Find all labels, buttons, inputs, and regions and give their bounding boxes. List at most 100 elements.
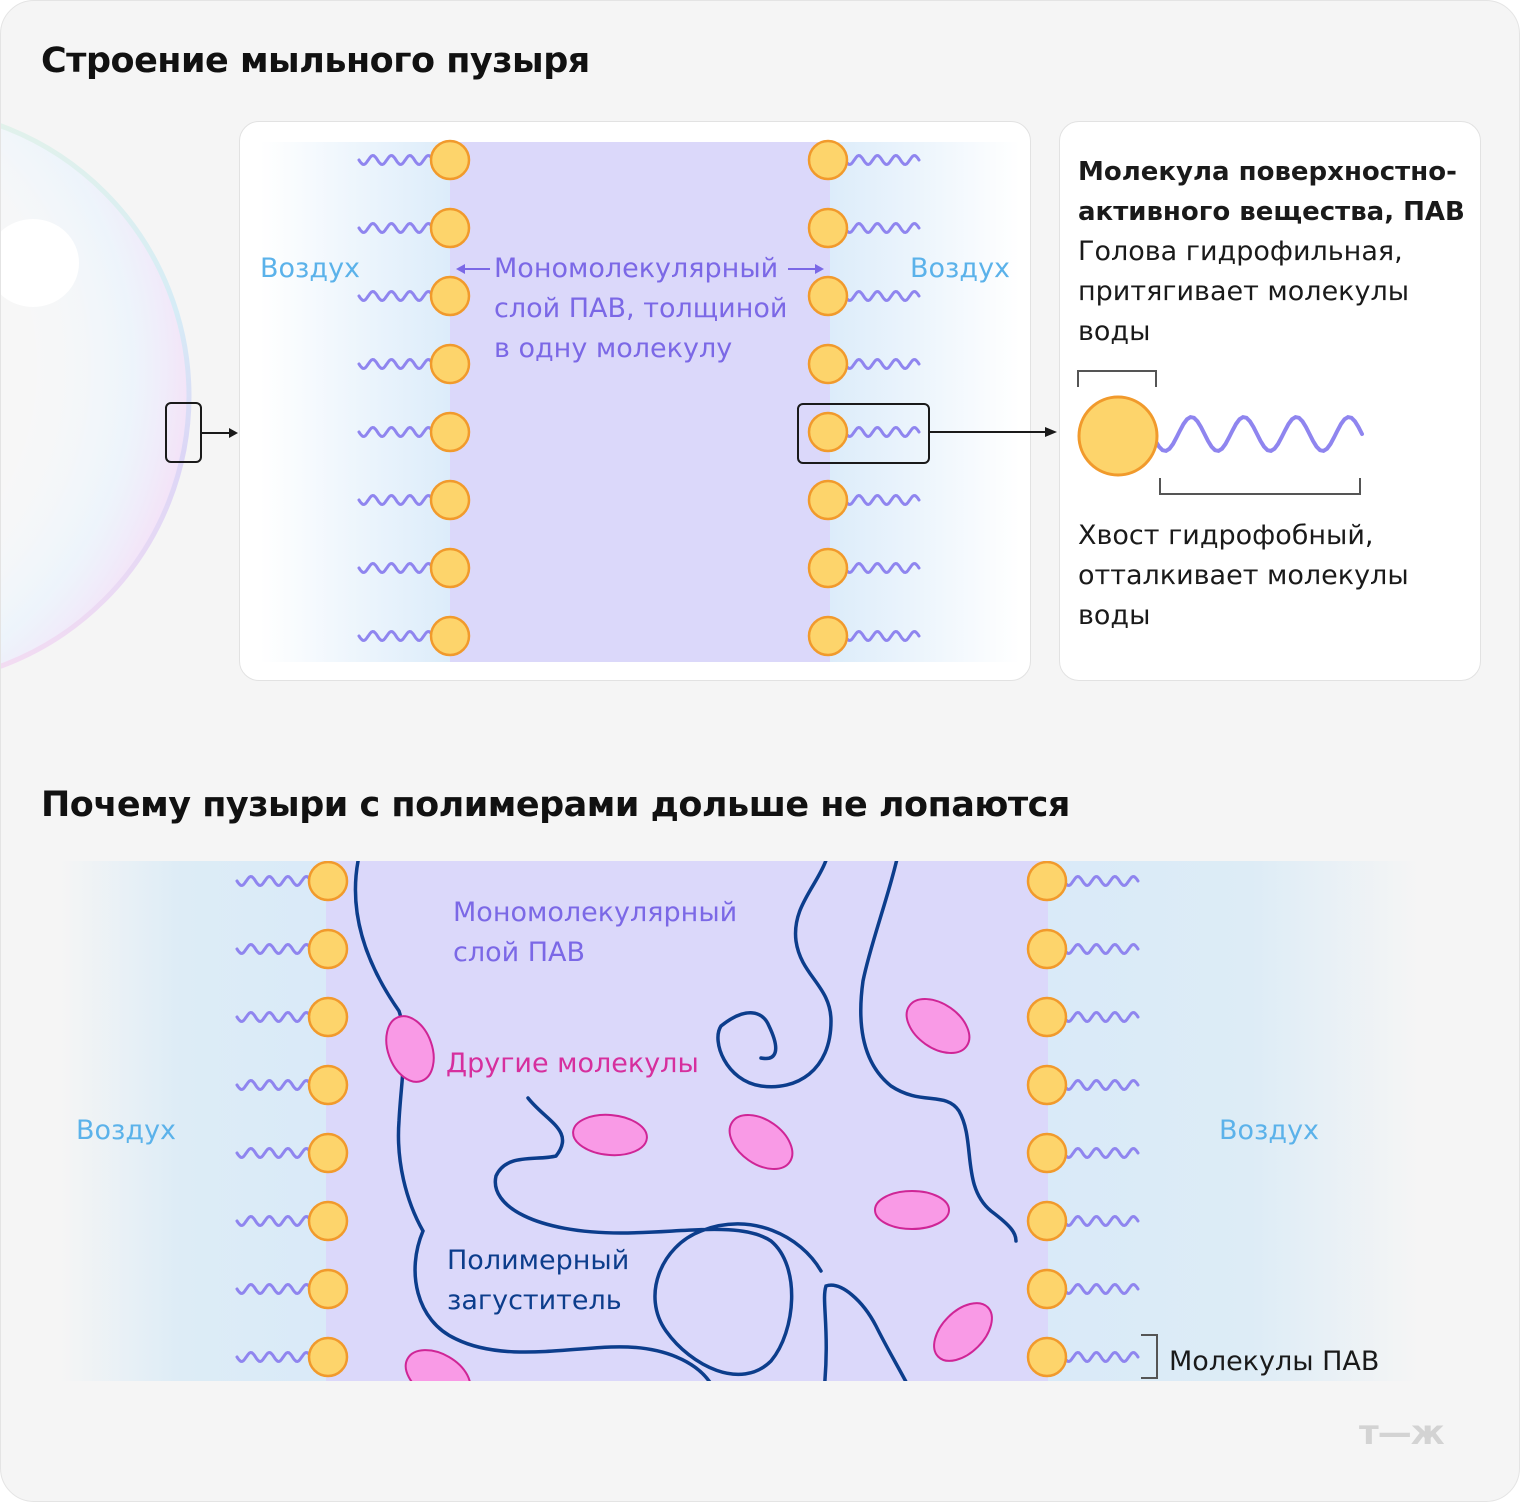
surfactant-head xyxy=(807,411,849,453)
surfactant-head xyxy=(807,207,849,249)
surfactant-tail xyxy=(843,221,921,235)
zoom-arrow-head xyxy=(229,428,238,438)
polymer-chain-2 xyxy=(493,1096,823,1377)
molecule-head xyxy=(1077,395,1159,477)
surfactant-head xyxy=(307,1268,349,1310)
polymer-label-line1: Полимерный xyxy=(447,1245,630,1276)
surfactant-head xyxy=(307,1200,349,1242)
bubble-body xyxy=(1,123,192,669)
layer-arrow-right-head xyxy=(815,264,824,274)
surfactant-head xyxy=(807,343,849,385)
layer-label-line1: Мономолекулярный xyxy=(494,253,779,284)
surfactant-layer-2 xyxy=(326,861,1048,1381)
head-desc-line1: Голова гидрофильная, xyxy=(1078,236,1403,267)
polymer-label-line2: загуститель xyxy=(447,1285,622,1316)
other-molecule xyxy=(905,998,971,1054)
surfactant-head xyxy=(429,275,471,317)
surfactant-head xyxy=(1026,1064,1068,1106)
surfactant-tail xyxy=(357,425,435,439)
head-desc-line2: притягивает молекулы xyxy=(1078,276,1410,307)
layer-label-line3: в одну молекулу xyxy=(494,333,733,364)
molecule-zoom-arrow xyxy=(928,427,1057,437)
surfactant-tail xyxy=(357,357,435,371)
surfactant-tail xyxy=(357,493,435,507)
surfactant-head xyxy=(1026,996,1068,1038)
surfactant-head xyxy=(807,615,849,657)
surfactant-head xyxy=(429,343,471,385)
layer-label2-line2: слой ПАВ xyxy=(453,937,586,968)
surfactant-head xyxy=(307,996,349,1038)
other-molecule xyxy=(572,1113,648,1157)
other-molecules xyxy=(385,998,993,1381)
tail-bracket xyxy=(1159,478,1361,495)
surfactant-tail xyxy=(1062,1010,1140,1024)
air-zone-left-2 xyxy=(61,861,326,1381)
surfactant-head xyxy=(429,411,471,453)
air-label-right: Воздух xyxy=(910,253,1011,284)
air-label-right-2: Воздух xyxy=(1219,1115,1320,1146)
molecule-detail-diagram xyxy=(1077,370,1364,495)
surfactant-tail xyxy=(1062,942,1140,956)
surfactant-head xyxy=(307,1132,349,1174)
surfactant-head xyxy=(429,547,471,589)
surfactant-tail xyxy=(357,153,435,167)
other-molecule xyxy=(933,1302,993,1362)
surfactant-head xyxy=(1026,928,1068,970)
polymer-chain-4 xyxy=(716,861,833,1089)
surfactant-head xyxy=(429,207,471,249)
molecule-zoom-arrow-head xyxy=(1045,427,1057,437)
section1-title: Строение мыльного пузыря xyxy=(41,41,590,81)
air-zone-right xyxy=(830,142,1020,662)
surfactant-tail xyxy=(843,153,921,167)
surfactant-tail xyxy=(235,1010,313,1024)
surfactant-head xyxy=(307,861,349,902)
surfactant-head xyxy=(307,928,349,970)
film-molecules xyxy=(357,139,921,657)
head-desc-line3: воды xyxy=(1078,316,1151,347)
layer-arrow-left-head xyxy=(456,264,465,274)
other-molecule xyxy=(404,1349,472,1381)
surfactant-tail xyxy=(235,942,313,956)
surfactant-tail xyxy=(1062,1350,1140,1364)
polymer-chain-1 xyxy=(353,861,712,1381)
other-molecule xyxy=(874,1190,950,1230)
surfactant-tail xyxy=(235,1146,313,1160)
head-bracket xyxy=(1077,370,1157,387)
section2-title: Почему пузыри с полимерами дольше не лоп… xyxy=(41,785,1070,825)
other-molecule xyxy=(385,1015,435,1083)
surfactant-head xyxy=(807,479,849,521)
film-structure-card: Воздух Воздух Мономолекулярный слой ПАВ,… xyxy=(239,121,1031,681)
surfactant-tail xyxy=(357,221,435,235)
other-molecule xyxy=(728,1114,794,1170)
surfactant-head xyxy=(1026,1268,1068,1310)
surfactant-tail xyxy=(843,289,921,303)
surfactant-tail xyxy=(843,425,921,439)
surfactant-tail xyxy=(235,1350,313,1364)
surfactant-tail xyxy=(235,1214,313,1228)
soap-bubble-illustration xyxy=(1,123,238,669)
surfactant-head xyxy=(1026,861,1068,902)
air-label-left-2: Воздух xyxy=(76,1115,177,1146)
surfactant-tail xyxy=(1062,1282,1140,1296)
molecule-zoom-frame xyxy=(797,403,930,464)
surfactant-bracket xyxy=(1141,1334,1158,1379)
tzh-logo: т—ж xyxy=(1359,1413,1445,1453)
surfactant-head xyxy=(807,139,849,181)
surfactant-tail xyxy=(235,1078,313,1092)
surfactant-molecules-label: Молекулы ПАВ xyxy=(1169,1346,1380,1377)
layer-label-line2: слой ПАВ, толщиной xyxy=(494,293,788,324)
other-molecules-label: Другие молекулы xyxy=(446,1048,699,1079)
film-diagram xyxy=(260,139,1020,662)
surfactant-head xyxy=(807,547,849,589)
surfactant-head xyxy=(1026,1132,1068,1174)
surfactant-tail xyxy=(843,561,921,575)
surfactant-head xyxy=(807,275,849,317)
tail-desc-line2: отталкивает молекулы xyxy=(1078,560,1409,591)
surfactant-tail xyxy=(843,629,921,643)
polymer-chains xyxy=(353,861,1018,1381)
surfactant-head xyxy=(429,479,471,521)
molecule-card: Молекула поверхностно- активного веществ… xyxy=(1059,121,1481,681)
surfactant-tail xyxy=(357,289,435,303)
polymer-chain-5 xyxy=(859,861,1018,1243)
